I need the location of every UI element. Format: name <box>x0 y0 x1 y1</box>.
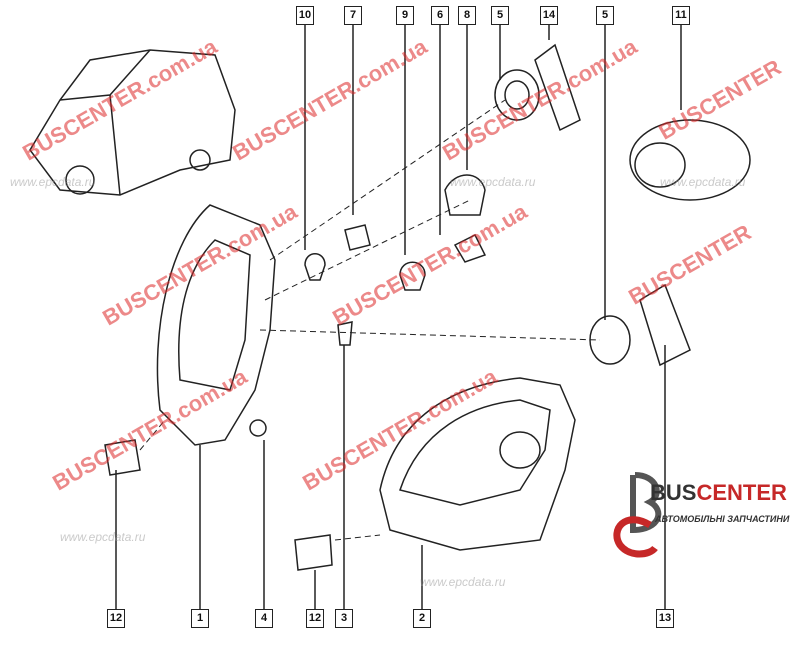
callout-4: 4 <box>255 609 273 628</box>
watermark-site: www.epcdata.ru <box>420 575 506 589</box>
callout-1: 1 <box>191 609 209 628</box>
callout-8: 8 <box>458 6 476 25</box>
callout-14: 14 <box>540 6 558 25</box>
callout-5b: 5 <box>596 6 614 25</box>
callout-7: 7 <box>344 6 362 25</box>
watermark-site: www.epcdata.ru <box>10 175 96 189</box>
buscenter-logo: BUSCENTER АВТОМОБІЛЬНІ ЗАПЧАСТИНИ <box>605 470 789 560</box>
logo-mark-icon <box>613 472 662 558</box>
logo-bus: BUS <box>650 480 697 505</box>
callout-11: 11 <box>672 6 690 25</box>
callout-6: 6 <box>431 6 449 25</box>
callout-10: 10 <box>296 6 314 25</box>
callout-9: 9 <box>396 6 414 25</box>
logo-center: CENTER <box>696 480 787 505</box>
callout-2: 2 <box>413 609 431 628</box>
callout-12: 12 <box>107 609 125 628</box>
watermark-site: www.epcdata.ru <box>450 175 536 189</box>
watermark-site: www.epcdata.ru <box>60 530 146 544</box>
callout-13: 13 <box>656 609 674 628</box>
callout-12b: 12 <box>306 609 324 628</box>
watermark-site: www.epcdata.ru <box>660 175 746 189</box>
logo-tagline: АВТОМОБІЛЬНІ ЗАПЧАСТИНИ <box>655 514 790 524</box>
callout-5: 5 <box>491 6 509 25</box>
callout-3: 3 <box>335 609 353 628</box>
